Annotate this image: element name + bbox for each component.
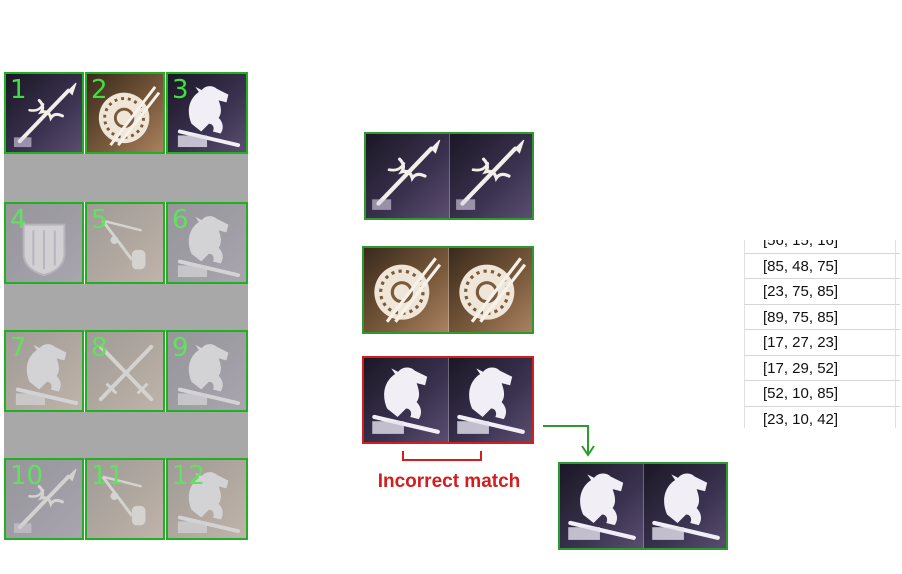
horse-icon (564, 467, 638, 543)
grid-cell-12[interactable]: 12 (166, 458, 248, 540)
pair-spear-match (364, 132, 534, 220)
cell-fade-overlay (168, 332, 246, 410)
spear-icon (370, 137, 444, 213)
arrow-down-icon (543, 425, 595, 457)
cell-number: 1 (10, 75, 27, 105)
cell-number: 4 (10, 205, 27, 235)
pair-tile (366, 134, 449, 218)
cell-number: 10 (10, 461, 44, 491)
horse-icon (648, 467, 722, 543)
cell-fade-overlay (87, 460, 163, 538)
horse-icon (368, 361, 442, 437)
cell-number: 11 (91, 461, 125, 491)
incorrect-bracket (402, 451, 482, 461)
pair-shield-match (362, 246, 534, 334)
cell-fade-overlay (6, 332, 82, 410)
grid-cell-3[interactable]: 3 (166, 72, 248, 154)
cell-number: 12 (172, 461, 206, 491)
cell-fade-overlay (6, 460, 82, 538)
cell-number: 8 (91, 333, 108, 363)
table-row: [17, 29, 52] (744, 355, 900, 381)
table-row: [89, 75, 85] (744, 304, 900, 330)
pair-tile (560, 464, 643, 548)
cell-fade-overlay (6, 204, 82, 282)
grid-cell-5[interactable]: 5 (85, 202, 165, 284)
values-table: [56, 15, 16][85, 48, 75][23, 75, 85][89,… (744, 240, 900, 428)
shield-round-icon (368, 251, 442, 327)
cell-number: 7 (10, 333, 27, 363)
table-row: [56, 15, 16] (744, 240, 900, 254)
cell-number: 6 (172, 205, 189, 235)
grid-cell-4[interactable]: 4 (4, 202, 84, 284)
pair-horse-corrected (558, 462, 728, 550)
pair-tile (447, 248, 532, 332)
table-row: [23, 10, 42] (744, 406, 900, 428)
grid-row: 4 5 6 (4, 202, 248, 284)
grid-cell-11[interactable]: 11 (85, 458, 165, 540)
pair-tile (642, 464, 726, 548)
grid-row: 10 11 12 (4, 458, 248, 540)
grid-cell-7[interactable]: 7 (4, 330, 84, 412)
pair-tile (448, 134, 532, 218)
shield-round-icon (453, 251, 527, 327)
grid-cell-8[interactable]: 8 (85, 330, 165, 412)
cell-fade-overlay (87, 332, 163, 410)
grid-cell-1[interactable]: 1 (4, 72, 84, 154)
grid-gap (4, 412, 248, 460)
pair-tile (364, 358, 448, 442)
table-row: [17, 27, 23] (744, 330, 900, 356)
grid-cell-9[interactable]: 9 (166, 330, 248, 412)
grid-cell-6[interactable]: 6 (166, 202, 248, 284)
table-row: [85, 48, 75] (744, 253, 900, 279)
grid-row: 1 2 3 (4, 72, 248, 154)
grid-row: 7 8 9 (4, 330, 248, 412)
cell-fade-overlay (168, 204, 246, 282)
grid-cell-2[interactable]: 2 (85, 72, 165, 154)
cell-number: 5 (91, 205, 108, 235)
spear-icon (454, 137, 528, 213)
cell-fade-overlay (87, 204, 163, 282)
horse-icon (453, 361, 527, 437)
cell-number: 2 (91, 75, 108, 105)
grid-cell-10[interactable]: 10 (4, 458, 84, 540)
pair-tile (447, 358, 532, 442)
cell-number: 9 (172, 333, 189, 363)
incorrect-match-caption: Incorrect match (377, 471, 521, 492)
grid-gap (4, 154, 248, 202)
table-row: [23, 75, 85] (744, 279, 900, 305)
cell-number: 3 (172, 75, 189, 105)
grid-gap (4, 284, 248, 332)
pair-horse-incorrect (362, 356, 534, 444)
pair-tile (364, 248, 448, 332)
table-row: [52, 10, 85] (744, 381, 900, 407)
cell-fade-overlay (168, 460, 246, 538)
